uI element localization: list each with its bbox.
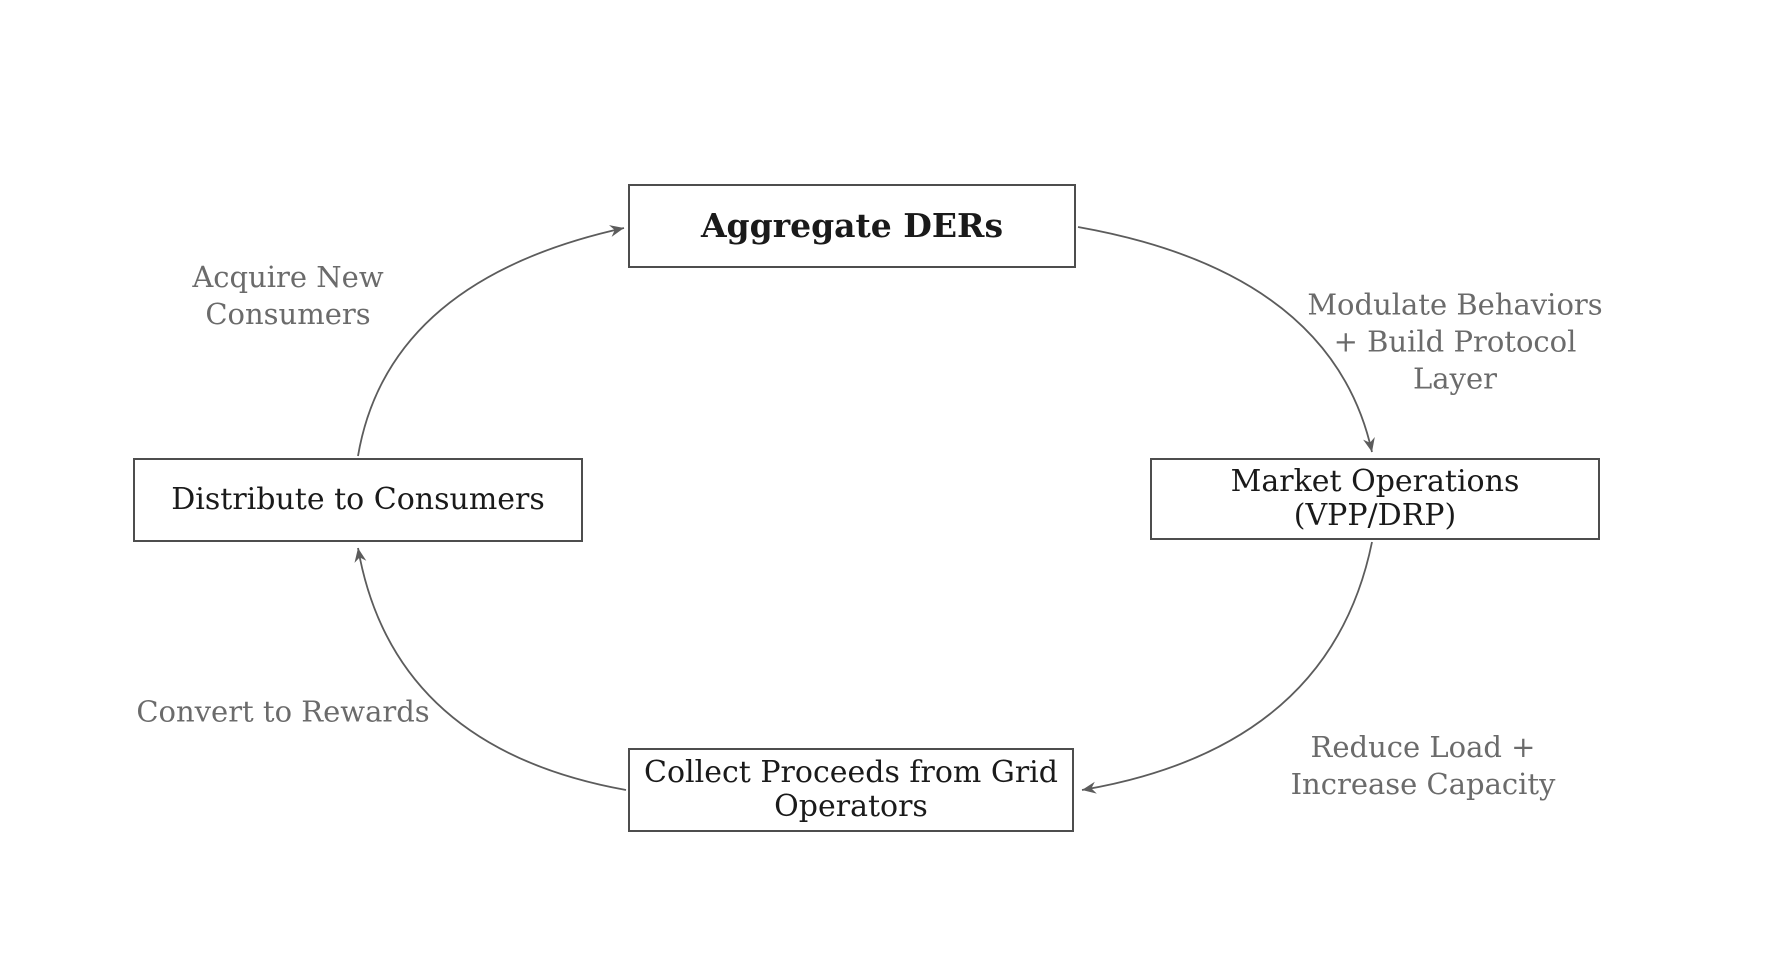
arrow-collect-to-distribute [354, 547, 627, 791]
arrow-distribute-to-aggregate [357, 225, 625, 457]
arrow-market-to-collect [1081, 541, 1373, 794]
node-aggregate-ders-label: Aggregate DERs [700, 206, 1004, 246]
node-distribute-to-consumers-label: Distribute to Consumers [171, 482, 545, 518]
edge-label-reduce-load: Reduce Load + Increase Capacity [1291, 729, 1556, 803]
node-market-operations-label-line1: Market Operations [1230, 464, 1520, 500]
node-collect-proceeds: Collect Proceeds from Grid Operators [628, 748, 1074, 832]
edge-label-modulate-line2: + Build Protocol [1333, 324, 1577, 359]
node-aggregate-ders: Aggregate DERs [628, 184, 1076, 268]
edge-label-convert-to-rewards: Convert to Rewards [136, 693, 429, 730]
arrow-aggregate-to-market [1077, 226, 1375, 453]
edge-label-modulate-line3: Layer [1413, 361, 1497, 396]
edge-label-acquire-line2: Consumers [205, 297, 371, 331]
edge-label-convert-line1: Convert to Rewards [136, 694, 430, 729]
edge-label-reduce-line2: Increase Capacity [1290, 767, 1556, 801]
node-collect-proceeds-label-line1: Collect Proceeds from Grid [644, 755, 1058, 791]
node-collect-proceeds-label-line2: Operators [774, 789, 928, 824]
node-market-operations: Market Operations (VPP/DRP) [1150, 458, 1600, 540]
edge-label-reduce-line1: Reduce Load + [1310, 729, 1536, 764]
node-market-operations-label-line2: (VPP/DRP) [1293, 498, 1457, 533]
edge-label-acquire-new-consumers: Acquire New Consumers [192, 259, 383, 333]
edge-label-acquire-line1: Acquire New [192, 259, 384, 294]
edge-label-modulate-behaviors: Modulate Behaviors + Build Protocol Laye… [1307, 286, 1602, 397]
edge-label-modulate-line1: Modulate Behaviors [1307, 287, 1603, 322]
node-distribute-to-consumers: Distribute to Consumers [133, 458, 583, 542]
